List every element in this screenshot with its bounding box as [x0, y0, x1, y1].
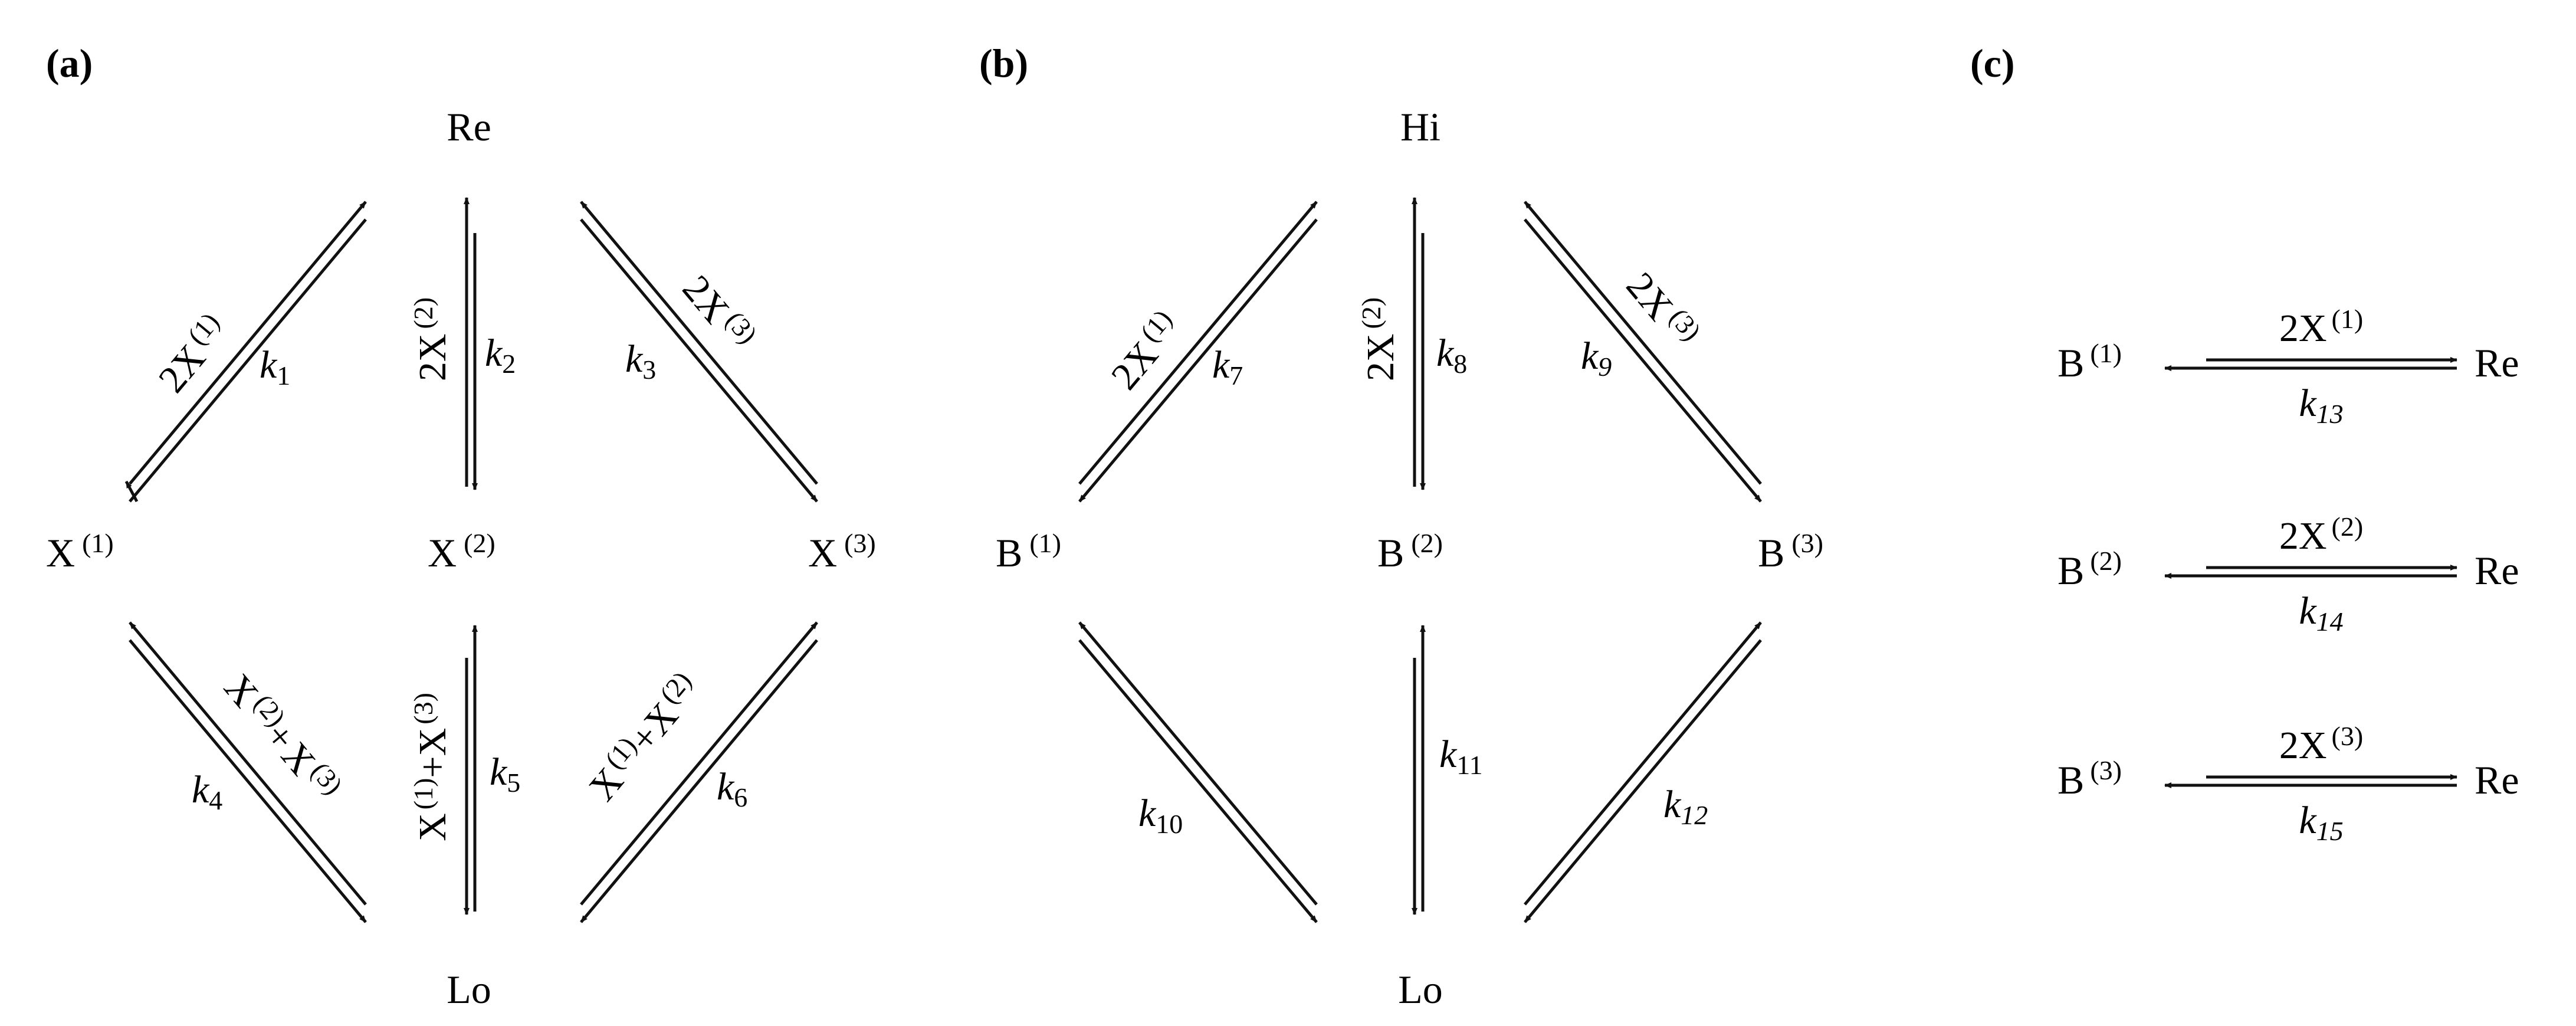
arrow-back — [1524, 639, 1762, 923]
edge-species-label: X(1)+X(3) — [408, 693, 454, 841]
edge-k9: 2X(3) k9 — [1524, 201, 1762, 503]
row-left-species: B(3) — [2057, 755, 2122, 802]
row-left-species: B(2) — [2057, 546, 2122, 593]
node-top: Hi — [1400, 104, 1440, 149]
node-left: B(1) — [996, 528, 1061, 575]
rate-k10: k10 — [1138, 792, 1183, 839]
edge-species-label: 2X(1) — [148, 307, 237, 401]
node-bottom: Lo — [447, 967, 491, 1012]
arrow-forward — [580, 621, 818, 906]
panel-c: (c) B(1) 2X(1) k13 Re B(2) 2X(2) k14 Re … — [1970, 41, 2519, 846]
arrow-back — [1078, 218, 1318, 503]
rate-k5: k5 — [490, 750, 520, 798]
edge-k12: k12 — [1524, 621, 1762, 923]
node-bottom: Lo — [1398, 967, 1443, 1012]
row-species-label: 2X(3) — [2279, 721, 2363, 767]
panel-b: (b) Hi B(1) B(2) B(3) Lo 2X(1) k7 2X(2) … — [979, 41, 1823, 1012]
row-species-label: 2X(2) — [2279, 512, 2363, 558]
edge-species-label: 2X(2) — [1356, 297, 1402, 381]
edge-species-label: 2X(2) — [408, 297, 454, 381]
rate-k14: k14 — [2299, 589, 2343, 637]
row-right-species: Re — [2475, 340, 2519, 385]
rate-k7: k7 — [1212, 343, 1243, 391]
rate-k13: k13 — [2299, 382, 2343, 429]
row-right-species: Re — [2475, 548, 2519, 593]
rate-k2: k2 — [485, 332, 516, 379]
edge-k6: X(1)+X(2) k6 — [579, 621, 818, 923]
reaction-row-2: B(2) 2X(2) k14 Re — [2057, 512, 2519, 637]
arrow-back — [580, 639, 818, 923]
edge-k5: X(1)+X(3) k5 — [408, 625, 520, 915]
node-right: B(3) — [1758, 528, 1823, 575]
arrow-back — [129, 621, 367, 906]
edge-k7: 2X(1) k7 — [1078, 201, 1318, 503]
node-right: X(3) — [808, 528, 876, 575]
rate-k15: k15 — [2299, 799, 2343, 846]
arrow-back — [580, 201, 818, 485]
arrow-forward — [1524, 621, 1762, 906]
node-left: X(1) — [46, 528, 114, 575]
rate-k3: k3 — [625, 337, 656, 385]
row-left-species: B(1) — [2057, 338, 2122, 385]
panel-label: (b) — [979, 41, 1028, 86]
node-mid: X(2) — [428, 528, 495, 575]
panel-a: (a) Re X(1) X(2) X(3) Lo 2X(1) k1 2X(2) … — [46, 41, 876, 1012]
arrow-back — [1524, 201, 1762, 485]
edge-k1: 2X(1) k1 — [124, 201, 367, 503]
row-species-label: 2X(1) — [2279, 304, 2363, 350]
edge-k8: 2X(2) k8 — [1356, 197, 1467, 490]
edge-species-label: X(1)+X(2) — [579, 666, 710, 809]
edge-species-label: 2X(3) — [1618, 263, 1707, 356]
arrow-return-line — [129, 218, 367, 503]
reaction-row-3: B(3) 2X(3) k15 Re — [2057, 721, 2519, 846]
arrow-forward — [1524, 218, 1762, 503]
edge-species-label: 2X(1) — [1101, 304, 1190, 398]
arrow-forward — [129, 639, 367, 923]
arrow-forward — [129, 201, 367, 485]
arrow-forward — [1078, 201, 1318, 485]
panel-label: (c) — [1970, 41, 2014, 86]
edge-k4: X(2)+X(3) k4 — [129, 621, 367, 923]
row-right-species: Re — [2475, 758, 2519, 802]
rate-k9: k9 — [1581, 335, 1612, 382]
edge-k11: k11 — [1412, 625, 1483, 915]
reaction-row-1: B(1) 2X(1) k13 Re — [2057, 304, 2519, 429]
rate-k6: k6 — [717, 765, 747, 812]
edge-k10: k10 — [1078, 621, 1318, 923]
rate-k1: k1 — [260, 343, 290, 391]
arrow-forward — [1078, 639, 1318, 923]
edge-k2: 2X(2) k2 — [408, 197, 516, 490]
node-mid: B(2) — [1377, 528, 1443, 575]
rate-k12: k12 — [1663, 783, 1708, 830]
edge-k3: 2X(3) k3 — [580, 201, 818, 503]
panel-label: (a) — [46, 41, 93, 86]
arrow-back — [1078, 621, 1318, 906]
rate-k4: k4 — [192, 768, 222, 815]
rate-k8: k8 — [1436, 332, 1467, 379]
edge-species-label: X(2)+X(3) — [216, 664, 349, 811]
arrow-forward — [580, 218, 818, 503]
node-top: Re — [447, 104, 491, 149]
rate-k11: k11 — [1439, 733, 1483, 780]
arrow-back — [124, 480, 139, 503]
